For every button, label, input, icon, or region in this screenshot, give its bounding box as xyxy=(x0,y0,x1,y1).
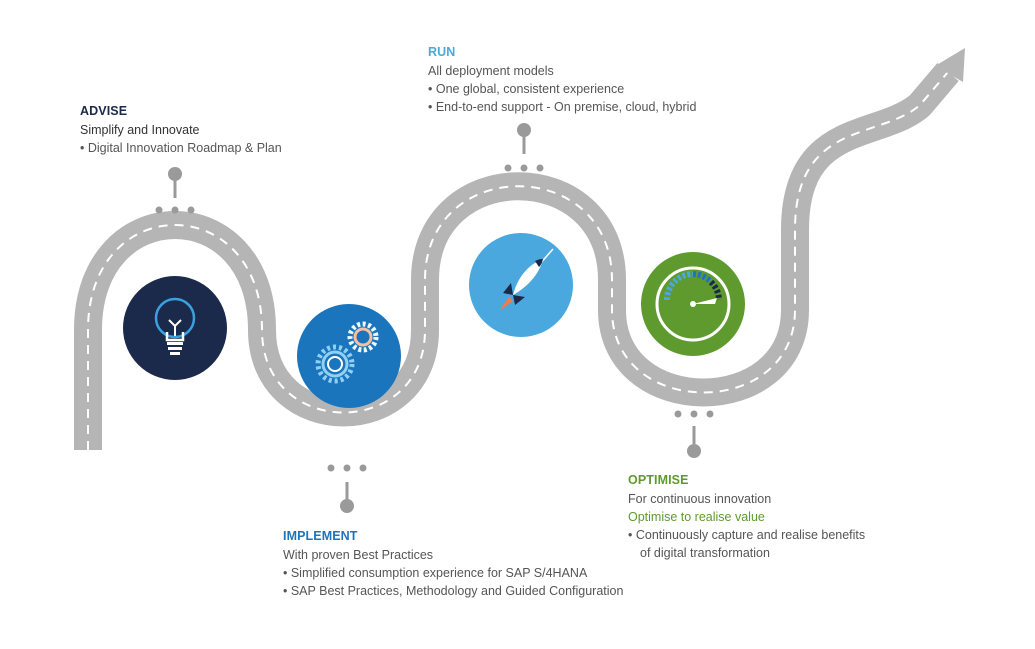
optimise-highlight: Optimise to realise value xyxy=(628,510,765,524)
run-title: RUN xyxy=(428,45,456,59)
run-text-block: RUN All deployment models • One global, … xyxy=(428,45,696,116)
run-bullet-1: • One global, consistent experience xyxy=(428,82,625,96)
run-bullet-2: • End-to-end support - On premise, cloud… xyxy=(428,100,697,114)
implement-text-block: IMPLEMENT With proven Best Practices • S… xyxy=(283,529,623,600)
optimise-title: OPTIMISE xyxy=(628,473,689,487)
advise-subtitle: Simplify and Innovate xyxy=(80,123,200,137)
implement-bullet-1: • Simplified consumption experience for … xyxy=(283,566,588,580)
advise-badge xyxy=(123,276,227,385)
optimise-connector xyxy=(674,410,714,458)
run-badge xyxy=(469,233,573,342)
gears-icon xyxy=(297,304,401,408)
advise-connector xyxy=(155,167,195,214)
advise-title: ADVISE xyxy=(80,104,128,118)
road-arrowhead xyxy=(935,48,965,82)
speedometer-icon xyxy=(641,252,745,356)
optimise-bullet-1: • Continuously capture and realise benef… xyxy=(628,528,866,542)
run-connector xyxy=(504,123,544,172)
lightbulb-icon xyxy=(123,276,227,380)
implement-subtitle: With proven Best Practices xyxy=(283,548,434,562)
rocket-icon xyxy=(469,233,573,337)
optimise-bullet-1-continuation: of digital transformation xyxy=(640,546,770,560)
implement-bullet-2: • SAP Best Practices, Methodology and Gu… xyxy=(283,584,624,598)
optimise-subtitle: For continuous innovation xyxy=(628,492,772,506)
advise-bullet-1: • Digital Innovation Roadmap & Plan xyxy=(80,141,282,155)
run-subtitle: All deployment models xyxy=(428,64,554,78)
advise-text-block: ADVISE Simplify and Innovate • Digital I… xyxy=(80,104,282,157)
optimise-text-block: OPTIMISE For continuous innovation Optim… xyxy=(628,473,865,562)
implement-badge xyxy=(297,304,401,413)
implement-connector xyxy=(327,464,367,513)
optimise-badge xyxy=(641,252,745,361)
implement-title: IMPLEMENT xyxy=(283,529,358,543)
